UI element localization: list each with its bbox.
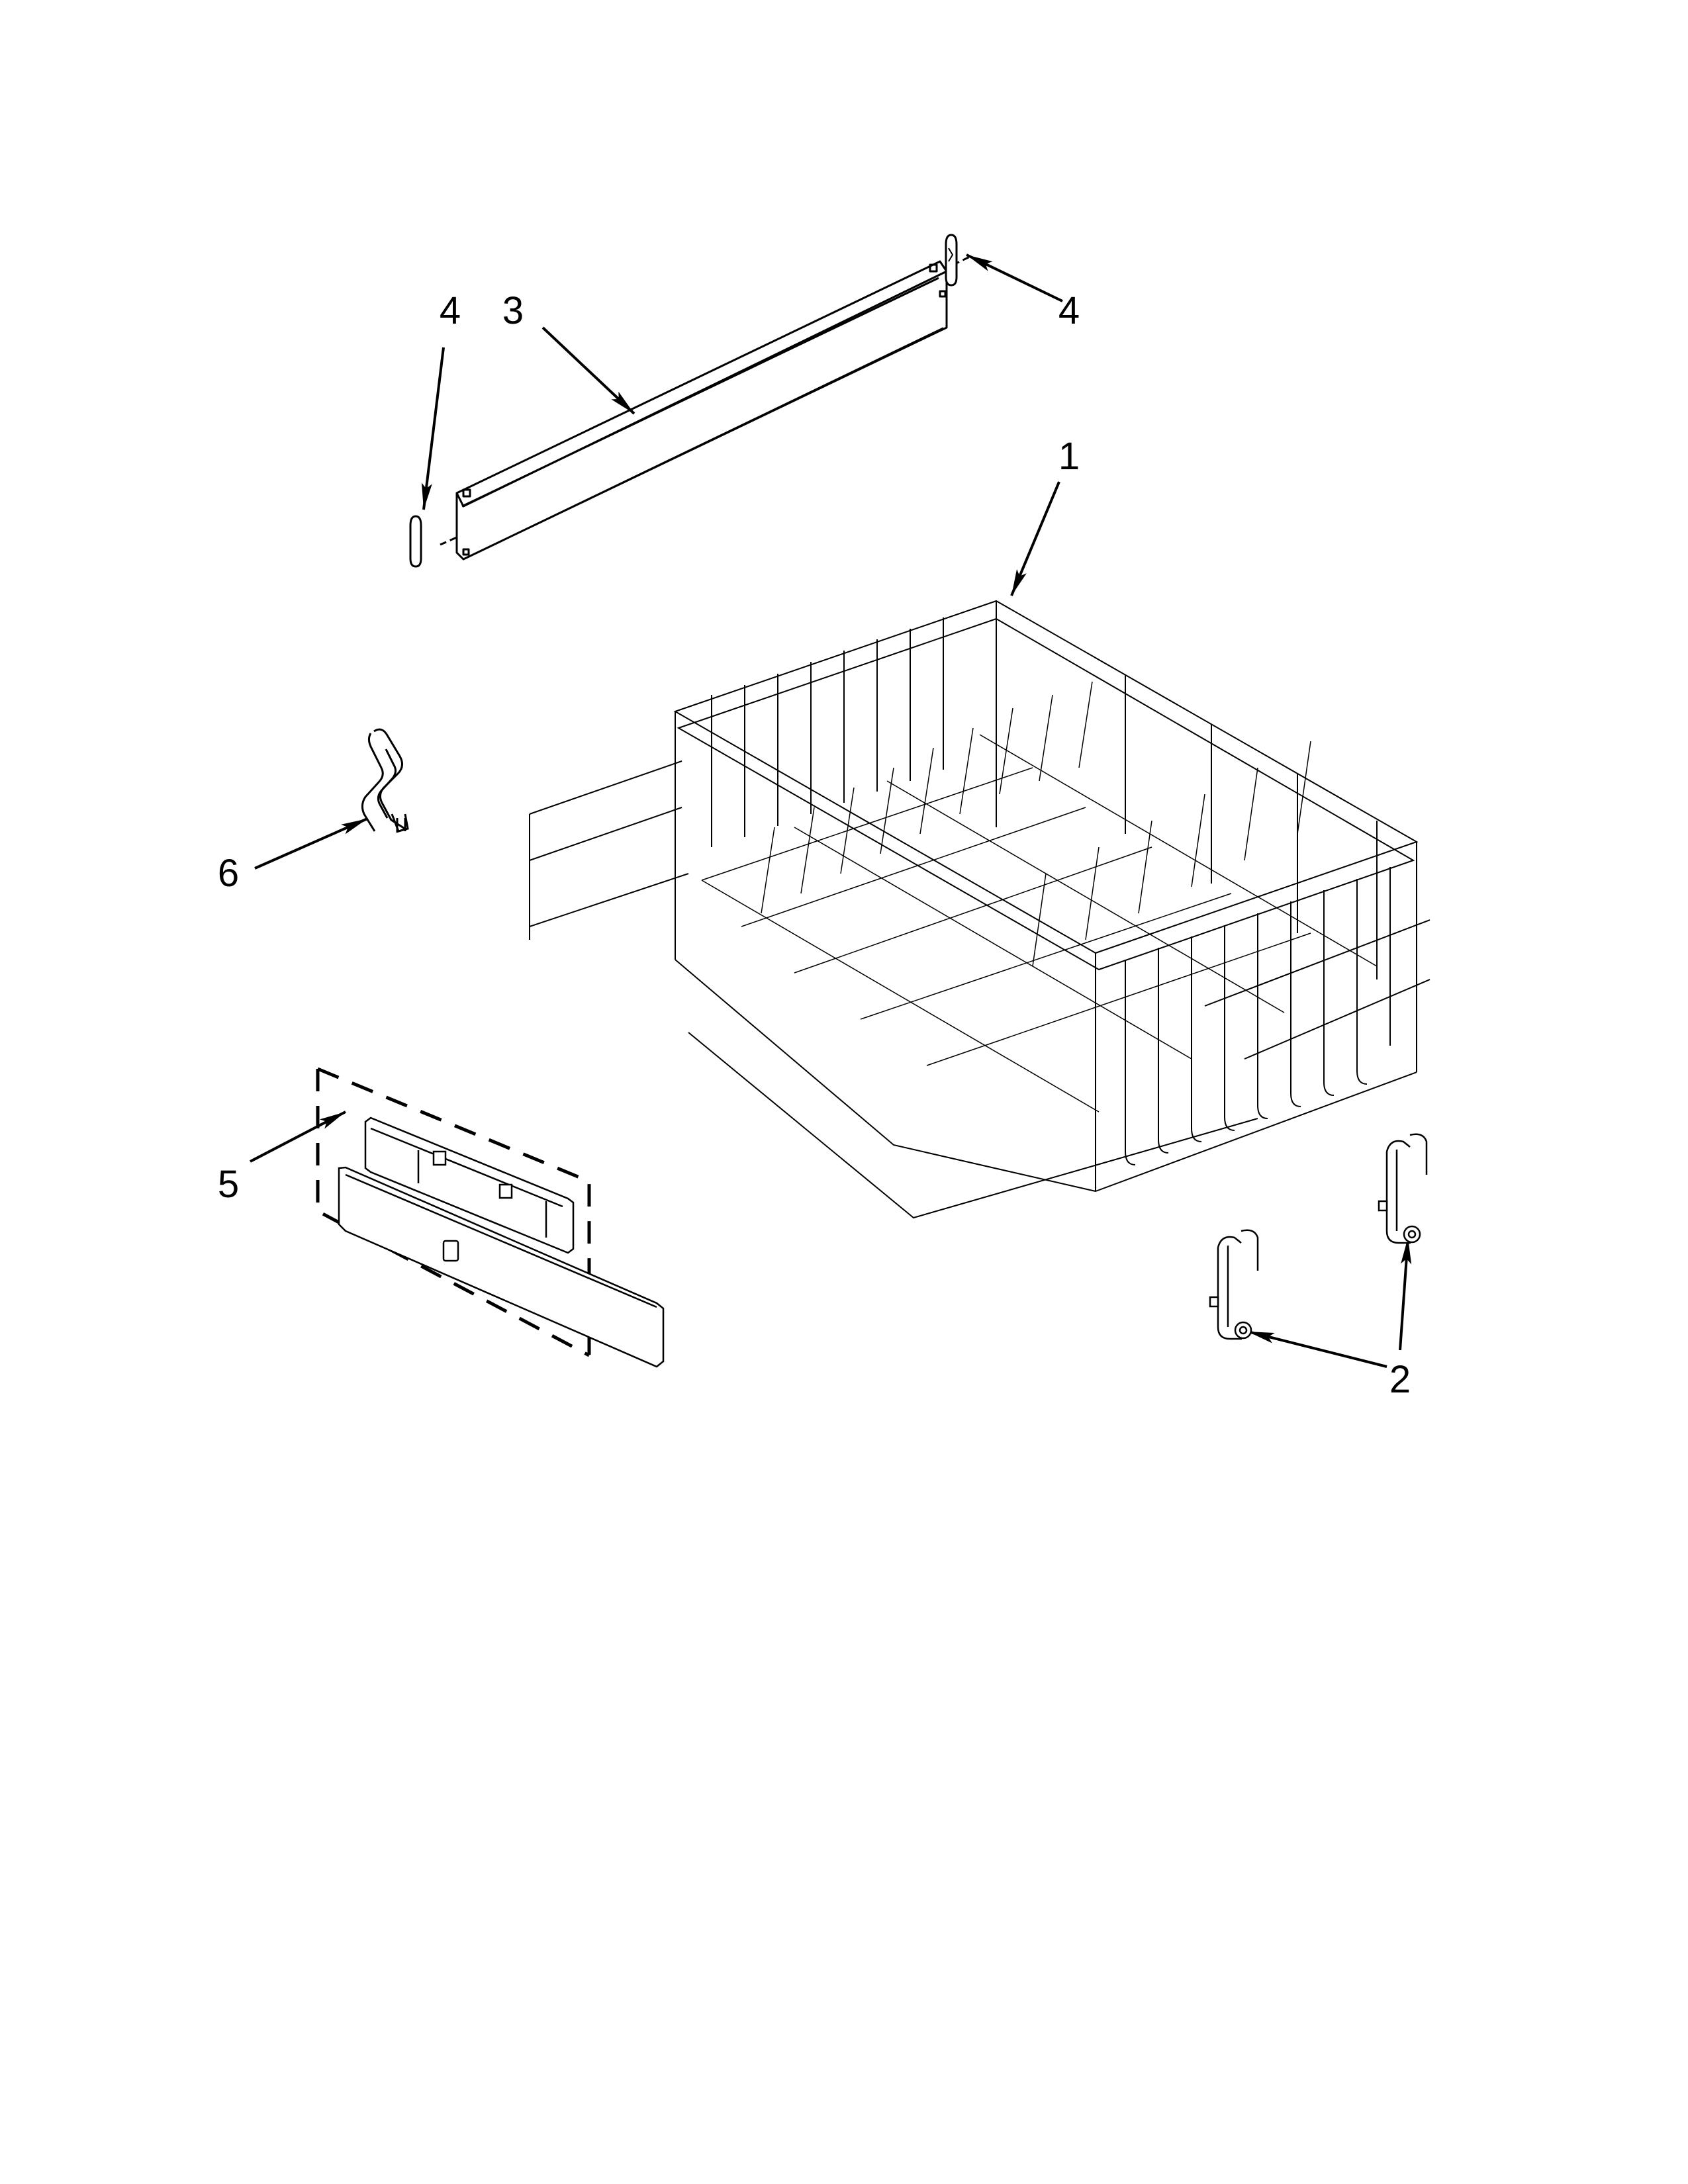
- callout-4-left: 4: [439, 289, 461, 332]
- arrow-4-right: [966, 253, 1063, 302]
- callout-6: 6: [217, 852, 240, 895]
- callout-4-right: 4: [1058, 289, 1080, 332]
- callout-3: 3: [502, 289, 524, 332]
- arrow-1: [1010, 481, 1060, 596]
- arrow-2a: [1247, 1330, 1387, 1368]
- callout-5: 5: [217, 1163, 240, 1206]
- arrow-6: [254, 817, 368, 870]
- callout-2: 2: [1389, 1358, 1411, 1401]
- arrow-3: [541, 326, 635, 415]
- arrow-4-left: [421, 347, 445, 510]
- callout-1: 1: [1058, 435, 1080, 478]
- arrow-2b: [1399, 1237, 1412, 1351]
- arrow-5: [250, 1111, 346, 1163]
